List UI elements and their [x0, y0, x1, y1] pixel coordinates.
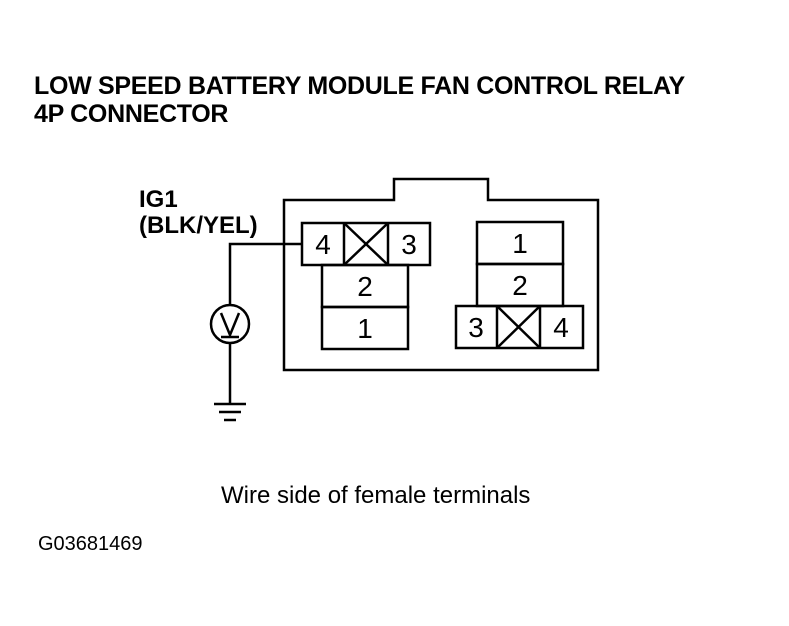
right-terminal-4: 4	[553, 312, 569, 343]
right-terminal-3: 3	[468, 312, 484, 343]
diagram-caption: Wire side of female terminals	[221, 482, 531, 509]
right-blocked-cavity-icon	[496, 305, 541, 349]
ground-icon	[214, 402, 246, 422]
left-terminal-2: 2	[357, 271, 373, 302]
right-bottom-row-frame	[454, 304, 585, 350]
title-line-1: LOW SPEED BATTERY MODULE FAN CONTROL REL…	[34, 72, 685, 100]
left-terminal-4: 4	[315, 229, 331, 260]
left-cavity-1-frame	[320, 305, 410, 351]
right-terminal-2: 2	[512, 270, 528, 301]
left-terminal-1: 1	[357, 313, 373, 344]
left-blocked-cavity-icon	[343, 222, 389, 266]
wire-color-label: (BLK/YEL)	[139, 212, 258, 239]
title-line-2: 4P CONNECTOR	[34, 100, 229, 128]
voltmeter-icon	[209, 303, 251, 345]
wire-name-label: IG1	[139, 186, 178, 213]
diagram-title: LOW SPEED BATTERY MODULE FAN CONTROL REL…	[34, 72, 685, 128]
right-terminal-1: 1	[512, 228, 528, 259]
probe-wire	[228, 242, 302, 306]
connector-housing	[282, 177, 600, 372]
figure-id: G03681469	[38, 533, 143, 555]
left-terminal-3: 3	[401, 229, 417, 260]
